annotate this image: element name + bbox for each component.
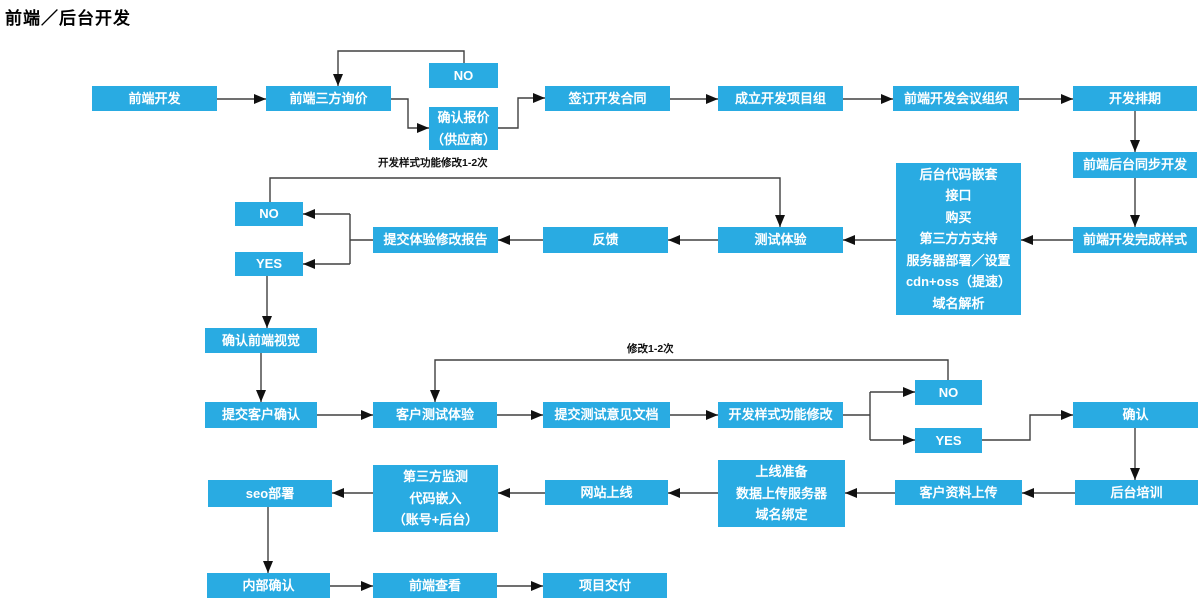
node-label: 客户测试体验 [395,407,474,423]
node-feedback: 反馈 [543,227,668,253]
node-frontend-review: 前端查看 [373,573,497,598]
label-loop-label-style-revision: 开发样式功能修改1-2次 [378,157,488,169]
node-label: 签订开发合同 [568,90,647,106]
node-label: 服务器部署／设置 [906,252,1011,268]
node-label: 数据上传服务器 [735,485,827,501]
node-client-data-upload: 客户资料上传 [895,480,1022,505]
node-backend-training: 后台培训 [1075,480,1198,505]
node-label: 前端后台同步开发 [1082,157,1187,173]
node-dev-schedule: 开发排期 [1073,86,1197,111]
node-backend-code-tasks: 后台代码嵌套接口购买第三方方支持服务器部署／设置 cdn+oss（提速） 域名解析 [896,163,1021,315]
node-label: 前端开发 [128,90,181,106]
node-label: 域名绑定 [755,507,808,523]
node-label: 开发样式功能修改 [728,407,833,423]
node-frontend-backend-sync-dev: 前端后台同步开发 [1073,152,1197,178]
node-third-party-monitoring-code: 第三方监测代码嵌入 （账号+后台） [373,465,498,532]
node-label: 反馈 [592,232,619,248]
edge-quote-to-contract [498,93,545,129]
node-label: 后台培训 [1110,484,1163,500]
node-label: 上线准备 [755,464,808,480]
node-label: 客户资料上传 [919,484,998,500]
node-confirm: 确认 [1073,402,1198,428]
node-label: 第三方监测 [402,469,468,485]
node-no-1: NO [429,63,498,88]
node-yes-3: YES [915,428,982,453]
node-frontend-development: 前端开发 [92,86,217,111]
node-label: 前端查看 [408,577,461,593]
node-label: NO [453,67,474,83]
node-frontend-dev-style-complete: 前端开发完成样式 [1073,227,1197,253]
node-label: 成立开发项目组 [734,90,826,106]
edge-no2-loop-to-test [269,177,785,227]
node-launch-preparation: 上线准备数据上传服务器域名绑定 [718,460,845,527]
node-label: 第三方方支持 [919,231,998,247]
label-loop-label-revision: 修改1-2次 [627,343,674,355]
node-label: YES [935,432,962,448]
edge-no3-loop-to-clienttest [430,359,949,402]
node-label: 项目交付 [578,577,631,593]
node-label: 确认报价 [437,110,490,126]
node-label: 网站上线 [580,484,633,500]
node-no-2: NO [235,202,303,226]
node-label: seo部署 [245,485,295,501]
node-submit-client-confirmation: 提交客户确认 [205,402,317,428]
node-label: 接口 [945,188,972,204]
node-label: 开发排期 [1108,90,1161,106]
node-confirm-quote-supplier: 确认报价 （供应商） [429,107,498,150]
node-website-launch: 网站上线 [545,480,668,505]
node-label: 购买 [945,209,972,225]
node-label: YES [255,256,282,272]
node-sign-dev-contract: 签订开发合同 [545,86,670,111]
node-label: 前端开发完成样式 [1082,232,1187,248]
node-label: 提交测试意见文档 [554,407,659,423]
node-dev-style-function-revision: 开发样式功能修改 [718,402,843,428]
edge-no1-loop-to-inquiry [333,50,465,86]
node-label: 内部确认 [242,577,295,593]
node-label: （账号+后台） [392,512,479,528]
node-project-delivery: 项目交付 [543,573,667,598]
node-label: 后台代码嵌套 [919,166,998,182]
node-label: 提交客户确认 [221,407,300,423]
edge-inquiry-to-quote [391,98,429,133]
node-label: cdn+oss（提速） [905,274,1012,290]
node-label: （供应商） [430,131,496,147]
edge-yes3-to-confirm [982,410,1073,441]
node-internal-confirmation: 内部确认 [207,573,330,598]
node-label: 域名解析 [932,295,985,311]
page-title: 前端／后台开发 [5,9,131,28]
node-no-3: NO [915,380,982,405]
node-frontend-third-party-inquiry: 前端三方询价 [266,86,391,111]
node-label: 前端三方询价 [289,90,368,106]
node-label: 前端开发会议组织 [903,90,1008,106]
node-label: NO [259,206,279,222]
node-submit-experience-revision-report: 提交体验修改报告 [373,227,498,253]
node-yes-2: YES [235,252,303,276]
node-label: NO [938,384,959,400]
node-label: 确认前端视觉 [221,332,300,348]
node-confirm-frontend-visual: 确认前端视觉 [205,328,317,353]
node-label: 确认 [1122,407,1149,423]
node-submit-test-feedback-doc: 提交测试意见文档 [543,402,670,428]
node-seo-deployment: seo部署 [208,480,332,507]
node-label: 提交体验修改报告 [383,232,488,248]
node-frontend-dev-meeting-org: 前端开发会议组织 [893,86,1019,111]
node-label: 测试体验 [754,232,807,248]
node-establish-dev-project-team: 成立开发项目组 [718,86,843,111]
node-test-experience: 测试体验 [718,227,843,253]
node-client-test-experience: 客户测试体验 [373,402,497,428]
node-label: 代码嵌入 [409,490,462,506]
